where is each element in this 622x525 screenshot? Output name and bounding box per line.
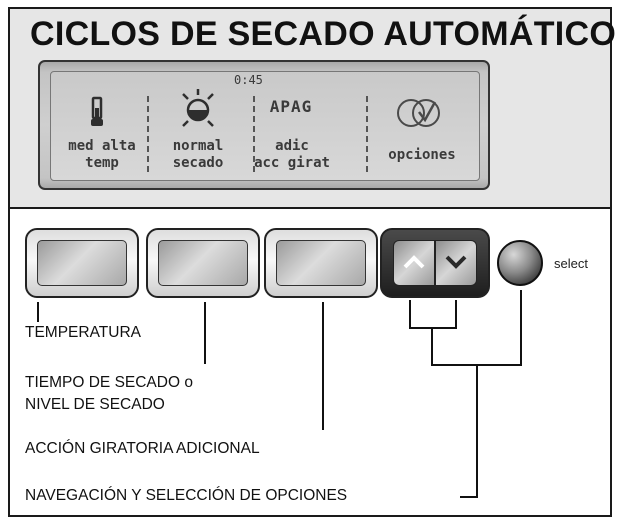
callout-extra-tumble: ACCIÓN GIRATORIA ADICIONAL [25, 440, 260, 457]
lcd-label-extra-tumble: adic acc girat [254, 138, 330, 171]
leader-line-extra-tumble [322, 302, 324, 430]
lcd-separator [366, 96, 368, 172]
leader-line-nav [476, 364, 478, 498]
lcd-separator [147, 96, 149, 172]
callout-navigation: NAVEGACIÓN Y SELECCIÓN DE OPCIONES [25, 487, 348, 504]
leader-line-nav [460, 496, 478, 498]
time-remaining: 0:45 [234, 73, 263, 87]
lcd-label-temperature: med alta temp [68, 138, 136, 171]
panel-divider [8, 207, 612, 209]
callout-dry-time: TIEMPO DE SECADO o NIVEL DE SECADO [25, 374, 193, 413]
nav-down-button[interactable] [435, 240, 477, 286]
extra-tumble-button[interactable] [264, 228, 378, 298]
thermometer-icon [91, 96, 103, 126]
button-face [37, 240, 127, 286]
leader-line-dry-time [204, 302, 206, 364]
leader-line-temperature [37, 302, 39, 322]
chevron-up-icon [403, 255, 425, 269]
nav-up-button[interactable] [393, 240, 435, 286]
leader-line-nav [455, 300, 457, 328]
dry-time-button[interactable] [146, 228, 260, 298]
options-check-icon [397, 99, 440, 127]
lcd-label-options: opciones [388, 147, 456, 163]
callout-temperature: TEMPERATURA [25, 324, 141, 341]
lcd-separator [253, 96, 255, 172]
leader-line-nav [409, 300, 411, 328]
temperature-button[interactable] [25, 228, 139, 298]
chevron-down-icon [445, 255, 467, 269]
leader-line-select [520, 290, 522, 365]
lcd-display [38, 60, 490, 190]
leader-line-nav [431, 327, 433, 365]
status-text: APAG [269, 97, 313, 116]
navigation-buttons [380, 228, 490, 298]
select-button[interactable] [497, 240, 543, 286]
leader-line-nav [409, 327, 457, 329]
button-face [158, 240, 248, 286]
dryness-sun-icon [182, 89, 214, 127]
panel-title: CICLOS DE SECADO AUTOMÁTICO [30, 15, 617, 53]
select-label: select [554, 256, 588, 271]
button-face [276, 240, 366, 286]
lcd-label-dryness: normal secado [172, 138, 224, 171]
